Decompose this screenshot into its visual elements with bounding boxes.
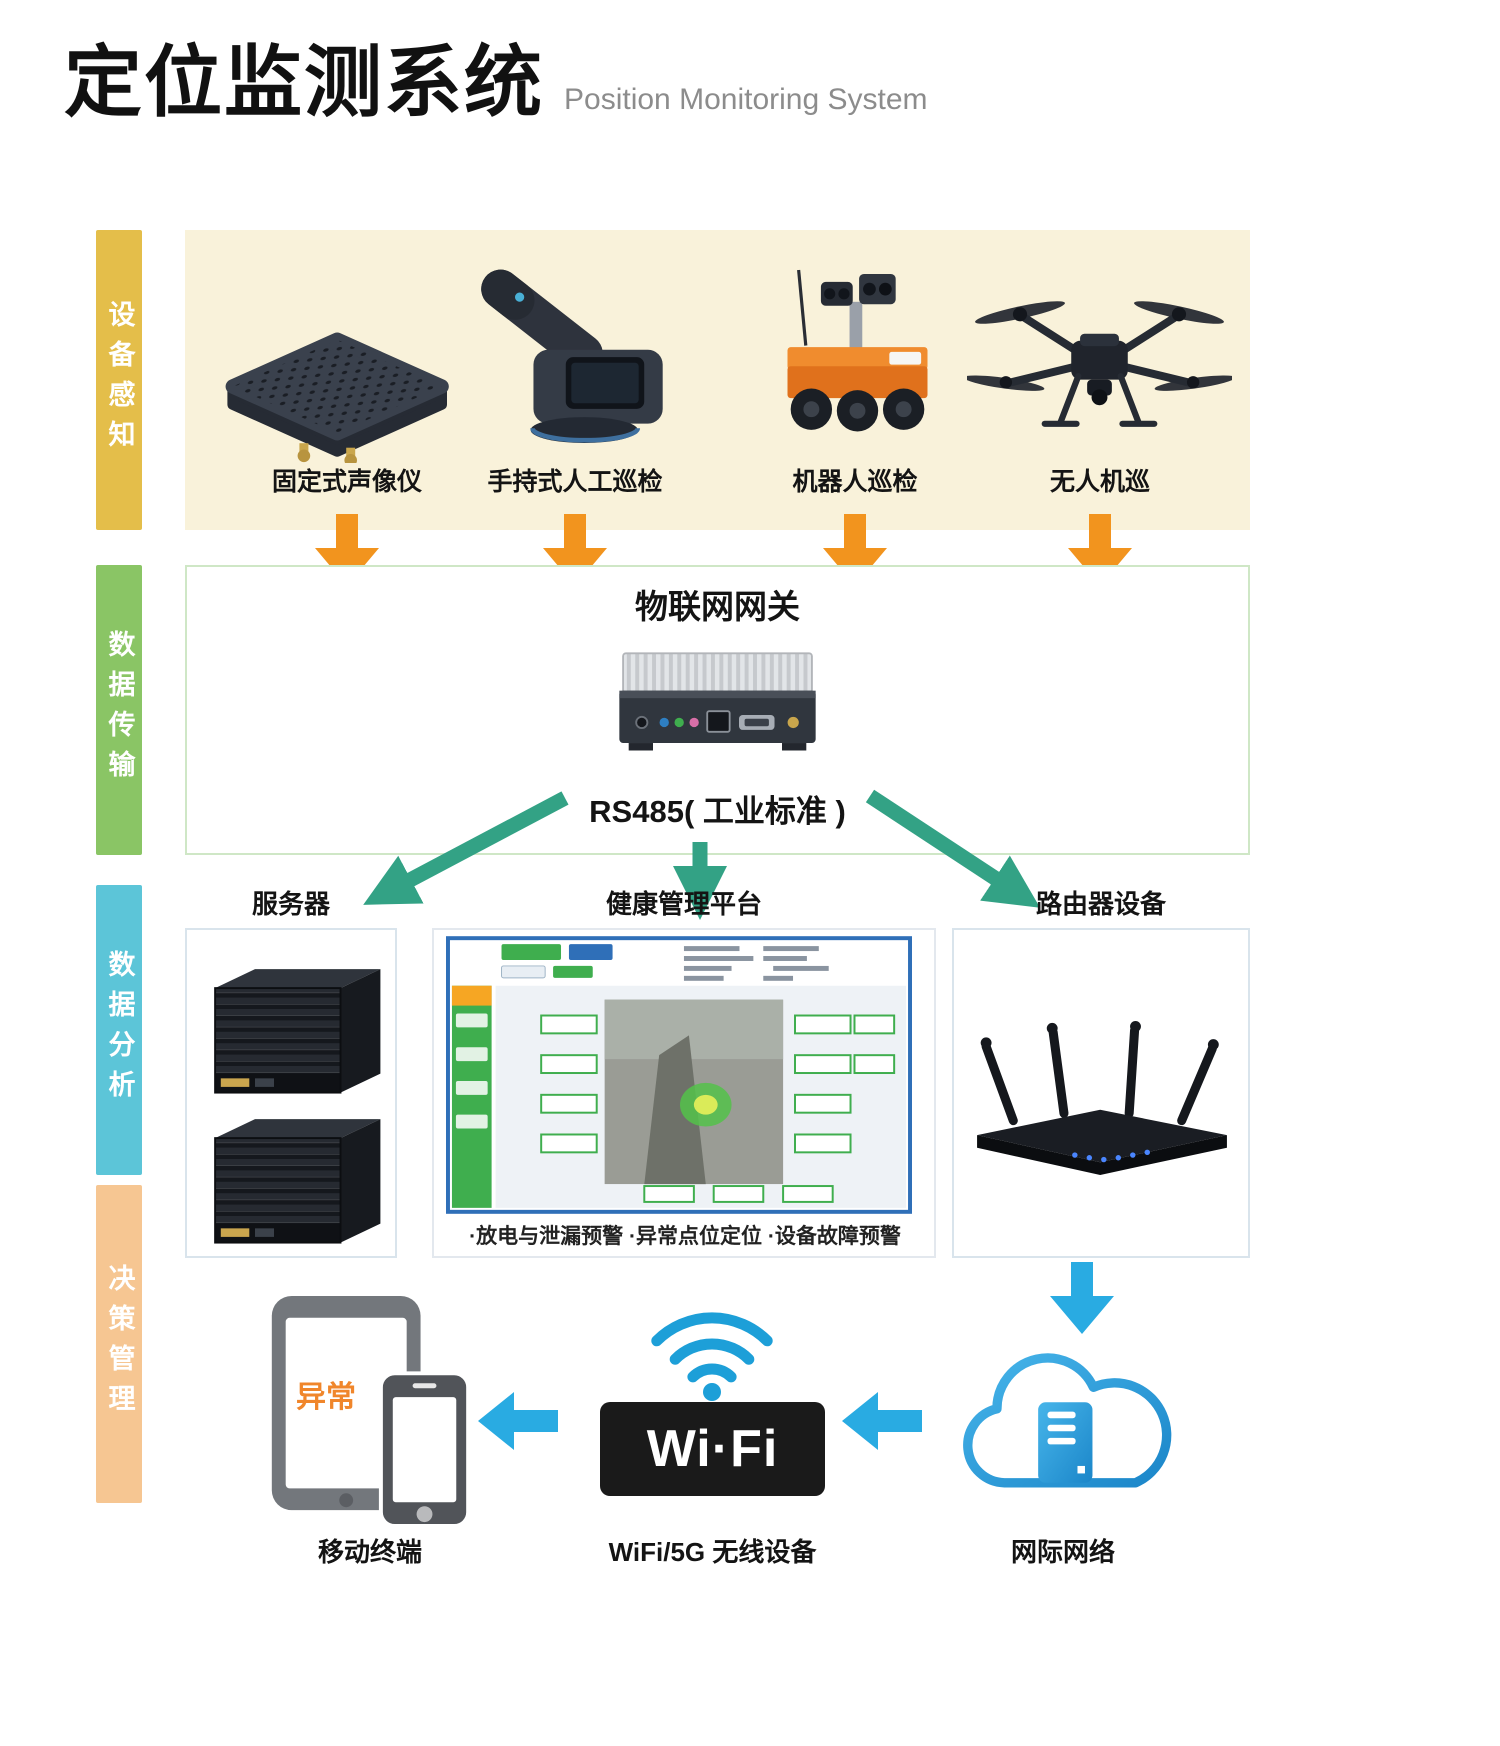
- handheld-inspector-image: [481, 269, 663, 443]
- device-label-robot: 机器人巡检: [792, 468, 918, 496]
- internet-cloud-icon: [963, 1353, 1172, 1488]
- band-analysis-label: 数据分析: [104, 950, 135, 1110]
- mobile-terminal-label: 移动终端: [317, 1537, 422, 1567]
- router-image: [977, 1021, 1227, 1175]
- down-arrow-icon: [1050, 1262, 1114, 1334]
- tablet-phone-icon: [271, 1295, 471, 1529]
- robot-image: [787, 269, 928, 432]
- header: 定位监测系统 Position Monitoring System: [64, 20, 928, 132]
- band-transmission-label: 数据传输: [104, 630, 135, 790]
- wifi-group: Wi·Fi: [600, 1284, 825, 1496]
- wifi-5g-label: WiFi/5G 无线设备: [608, 1537, 817, 1567]
- wifi-logo-text: Wi·Fi: [646, 1420, 779, 1478]
- green-arrows-icon: [363, 789, 1041, 920]
- band-perception: 设备感知: [96, 230, 142, 530]
- band-decision: 决策管理: [96, 1185, 142, 1503]
- left-arrow-icon: [842, 1392, 922, 1450]
- down-arrow-icon: [823, 514, 887, 586]
- server-image: [214, 1119, 381, 1244]
- wifi-logo-box: Wi·Fi: [600, 1402, 825, 1496]
- band-analysis: 数据分析: [96, 885, 142, 1175]
- device-label-drone: 无人机巡: [1049, 468, 1150, 496]
- platform-label: 健康管理平台: [605, 889, 762, 919]
- page-subtitle: Position Monitoring System: [564, 83, 928, 116]
- server-label: 服务器: [251, 889, 330, 919]
- gateway-protocol: RS485( 工业标准 ): [589, 794, 846, 829]
- band-decision-label: 决策管理: [104, 1264, 135, 1424]
- gateway-title: 物联网网关: [635, 588, 800, 625]
- band-transmission: 数据传输: [96, 565, 142, 855]
- page-title: 定位监测系统: [64, 38, 545, 126]
- server-image: [214, 969, 381, 1094]
- drone-image: [967, 301, 1232, 427]
- platform-screenshot: [446, 936, 912, 1214]
- down-arrow-icon: [543, 514, 607, 586]
- down-arrow-icon: [1068, 514, 1132, 586]
- device-label-handheld: 手持式人工巡检: [487, 468, 663, 496]
- down-arrow-icon: [315, 514, 379, 586]
- left-arrow-icon: [478, 1392, 558, 1450]
- device-label-acoustic-imager: 固定式声像仪: [271, 468, 422, 496]
- acoustic-imager-image: [225, 332, 449, 463]
- band-perception-label: 设备感知: [104, 300, 135, 460]
- router-label: 路由器设备: [1035, 889, 1166, 919]
- mobile-terminal-group: 异常: [262, 1292, 474, 1530]
- abnormal-badge: 异常: [296, 1381, 356, 1414]
- gateway-image: [619, 652, 816, 751]
- wifi-icon: [651, 1312, 773, 1401]
- internet-label: 网际网络: [1010, 1537, 1115, 1567]
- platform-caption: ·放电与泄漏预警 ·异常点位定位 ·设备故障预警: [469, 1225, 901, 1248]
